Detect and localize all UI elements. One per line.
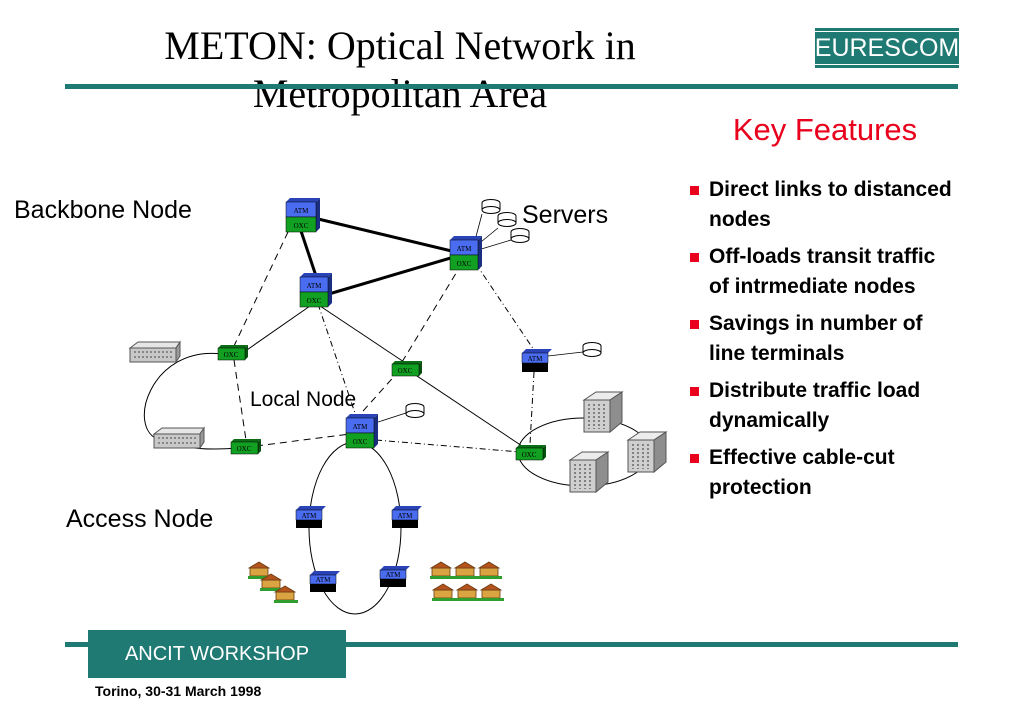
feature-text: Off-loads transit traffic of intrmediate… xyxy=(709,245,936,298)
access-node-4: ATM xyxy=(309,571,340,592)
feature-text: Savings in number of line terminals xyxy=(709,312,923,365)
atm-label: ATM xyxy=(353,423,369,431)
atm-label: ATM xyxy=(307,282,323,290)
bullet-icon xyxy=(690,320,699,329)
slide-title: METON: Optical Network in Metropolitan A… xyxy=(100,22,700,118)
oxc-node-1: OXC xyxy=(217,345,248,361)
access-node-3: ATM xyxy=(391,506,422,528)
feature-item: Effective cable-cut protection xyxy=(690,443,960,503)
servers-label: Servers xyxy=(522,201,609,229)
bullet-icon xyxy=(690,186,699,195)
oxc-label: OXC xyxy=(224,351,239,359)
backbone-node-2: ATM OXC xyxy=(449,236,482,271)
title-line-2: Metropolitan Area xyxy=(252,71,548,116)
access-node-label: Access Node xyxy=(66,505,214,533)
oxc-node-2: OXC xyxy=(230,439,261,455)
atm-label: ATM xyxy=(316,576,332,584)
backbone-node-3: ATM OXC xyxy=(299,273,332,308)
feature-text: Direct links to distanced nodes xyxy=(709,178,952,231)
oxc-label: OXC xyxy=(294,222,309,230)
access-node-5: ATM xyxy=(379,566,410,587)
local-node: ATM OXC xyxy=(345,414,378,449)
feature-item: Off-loads transit traffic of intrmediate… xyxy=(690,242,960,302)
bullet-icon xyxy=(690,253,699,262)
servers-group xyxy=(371,199,602,425)
feature-item: Savings in number of line terminals xyxy=(690,309,960,369)
feature-text: Distribute traffic load dynamically xyxy=(709,379,921,432)
feature-text: Effective cable-cut protection xyxy=(709,446,895,499)
atm-label: ATM xyxy=(457,245,473,253)
oxc-label: OXC xyxy=(353,438,368,446)
oxc-label: OXC xyxy=(457,260,472,268)
access-node-1: ATM xyxy=(521,349,552,372)
top-rule xyxy=(65,84,958,89)
atm-label: ATM xyxy=(302,512,318,520)
backbone-node-label: Backbone Node xyxy=(14,196,192,224)
eurescom-logo: EURESCOM xyxy=(807,28,967,68)
logo-text: EURESCOM xyxy=(807,31,967,65)
oxc-label: OXC xyxy=(237,445,252,453)
atm-label: ATM xyxy=(294,207,310,215)
local-node-label: Local Node xyxy=(250,388,357,411)
bottom-rule xyxy=(65,642,958,647)
feature-item: Distribute traffic load dynamically xyxy=(690,376,960,436)
network-diagram: ATM OXC ATM OXC ATM OXC ATM OXC OXC OXC xyxy=(129,198,667,615)
key-features-heading: Key Features xyxy=(732,112,918,147)
atm-label: ATM xyxy=(528,355,544,363)
oxc-label: OXC xyxy=(522,451,537,459)
dashdot-links xyxy=(317,263,535,453)
bullet-icon xyxy=(690,454,699,463)
oxc-node-4: OXC xyxy=(515,445,546,461)
backbone-links xyxy=(298,216,465,298)
oxc-label: OXC xyxy=(398,367,413,375)
atm-label: ATM xyxy=(398,512,414,520)
dashed-links xyxy=(233,231,459,447)
houses-group xyxy=(247,561,505,604)
solid-links xyxy=(243,305,523,447)
atm-label: ATM xyxy=(386,571,402,579)
oxc-label: OXC xyxy=(307,297,322,305)
footer-date: Torino, 30-31 March 1998 xyxy=(95,683,262,699)
features-list: Direct links to distanced nodes Off-load… xyxy=(690,175,960,510)
oxc-node-3: OXC xyxy=(391,361,422,377)
access-node-2: ATM xyxy=(295,506,326,528)
backbone-node-1: ATM OXC xyxy=(285,198,320,233)
workshop-banner: ANCIT WORKSHOP xyxy=(88,630,346,678)
title-line-1: METON: Optical Network in xyxy=(164,23,636,68)
feature-item: Direct links to distanced nodes xyxy=(690,175,960,235)
bullet-icon xyxy=(690,387,699,396)
